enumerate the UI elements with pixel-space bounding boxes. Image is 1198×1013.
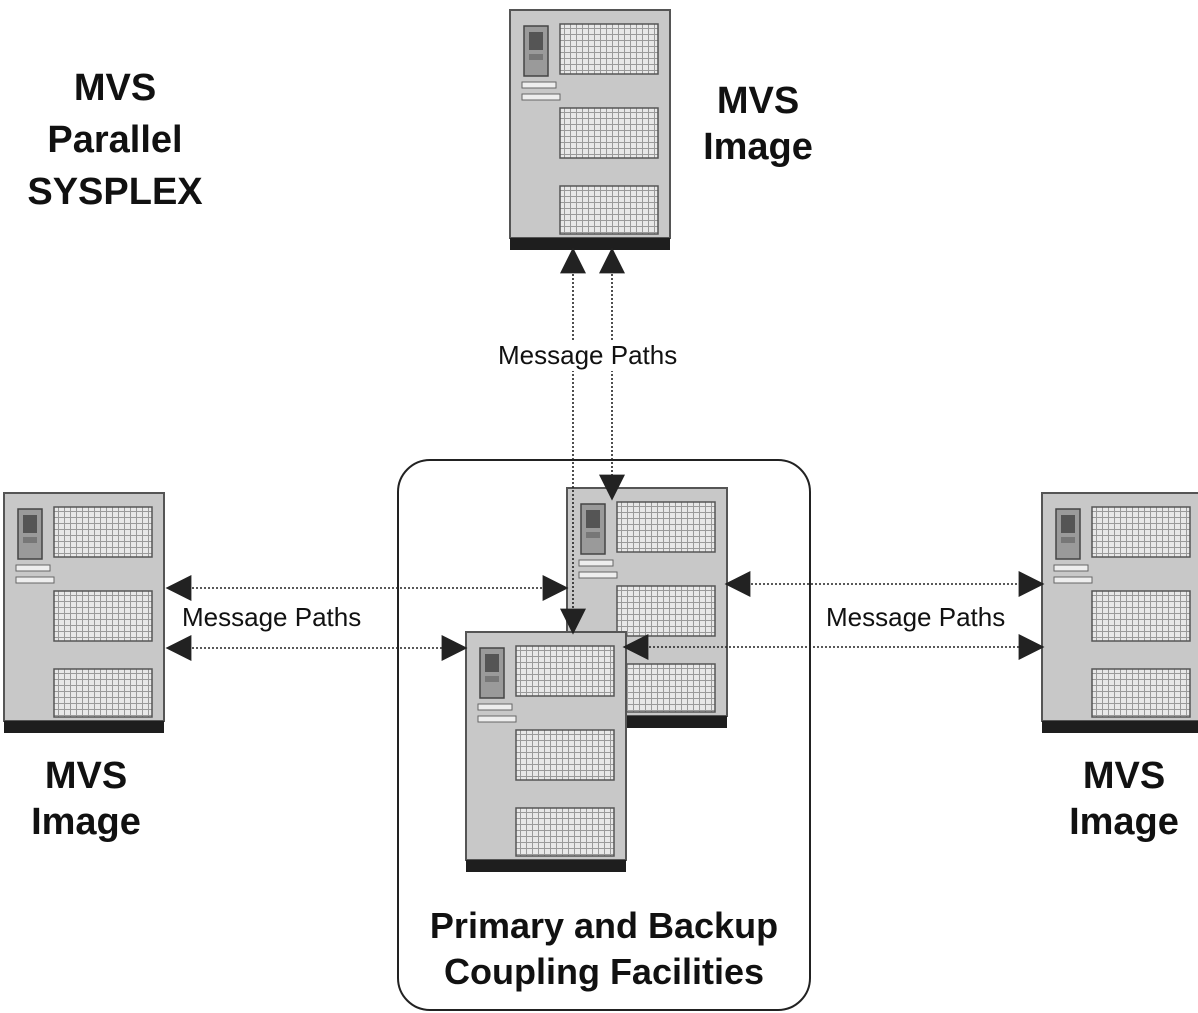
title-line-1: MVS bbox=[73, 67, 157, 109]
diagram-title: MVS Parallel SYSPLEX bbox=[0, 62, 230, 218]
coupling-label-line-1: Primary and Backup bbox=[429, 905, 779, 946]
mvs-image-right-label: MVS Image bbox=[1052, 753, 1196, 845]
mvs-image-left-label-line-2: Image bbox=[31, 801, 141, 843]
mvs-image-left-label-line-1: MVS bbox=[44, 755, 128, 797]
message-paths-label-top: Message Paths bbox=[492, 340, 684, 371]
server-mvs-image-top bbox=[509, 9, 671, 251]
message-paths-label-left: Message Paths bbox=[176, 602, 368, 633]
mvs-image-top-label-line-2: Image bbox=[703, 126, 813, 168]
coupling-label-line-2: Coupling Facilities bbox=[443, 951, 765, 992]
title-line-2: Parallel bbox=[47, 119, 183, 161]
mvs-image-top-label-line-1: MVS bbox=[716, 80, 800, 122]
server-coupling-facility-primary bbox=[465, 631, 627, 873]
server-mvs-image-right bbox=[1041, 492, 1198, 734]
coupling-facilities-label: Primary and Backup Coupling Facilities bbox=[398, 903, 810, 995]
mvs-image-right-label-line-2: Image bbox=[1069, 801, 1179, 843]
mvs-image-top-label: MVS Image bbox=[686, 78, 830, 170]
server-mvs-image-left bbox=[3, 492, 165, 734]
mvs-image-right-label-line-1: MVS bbox=[1082, 755, 1166, 797]
title-line-3: SYSPLEX bbox=[27, 171, 203, 213]
mvs-image-left-label: MVS Image bbox=[14, 753, 158, 845]
message-paths-label-right: Message Paths bbox=[820, 602, 1012, 633]
